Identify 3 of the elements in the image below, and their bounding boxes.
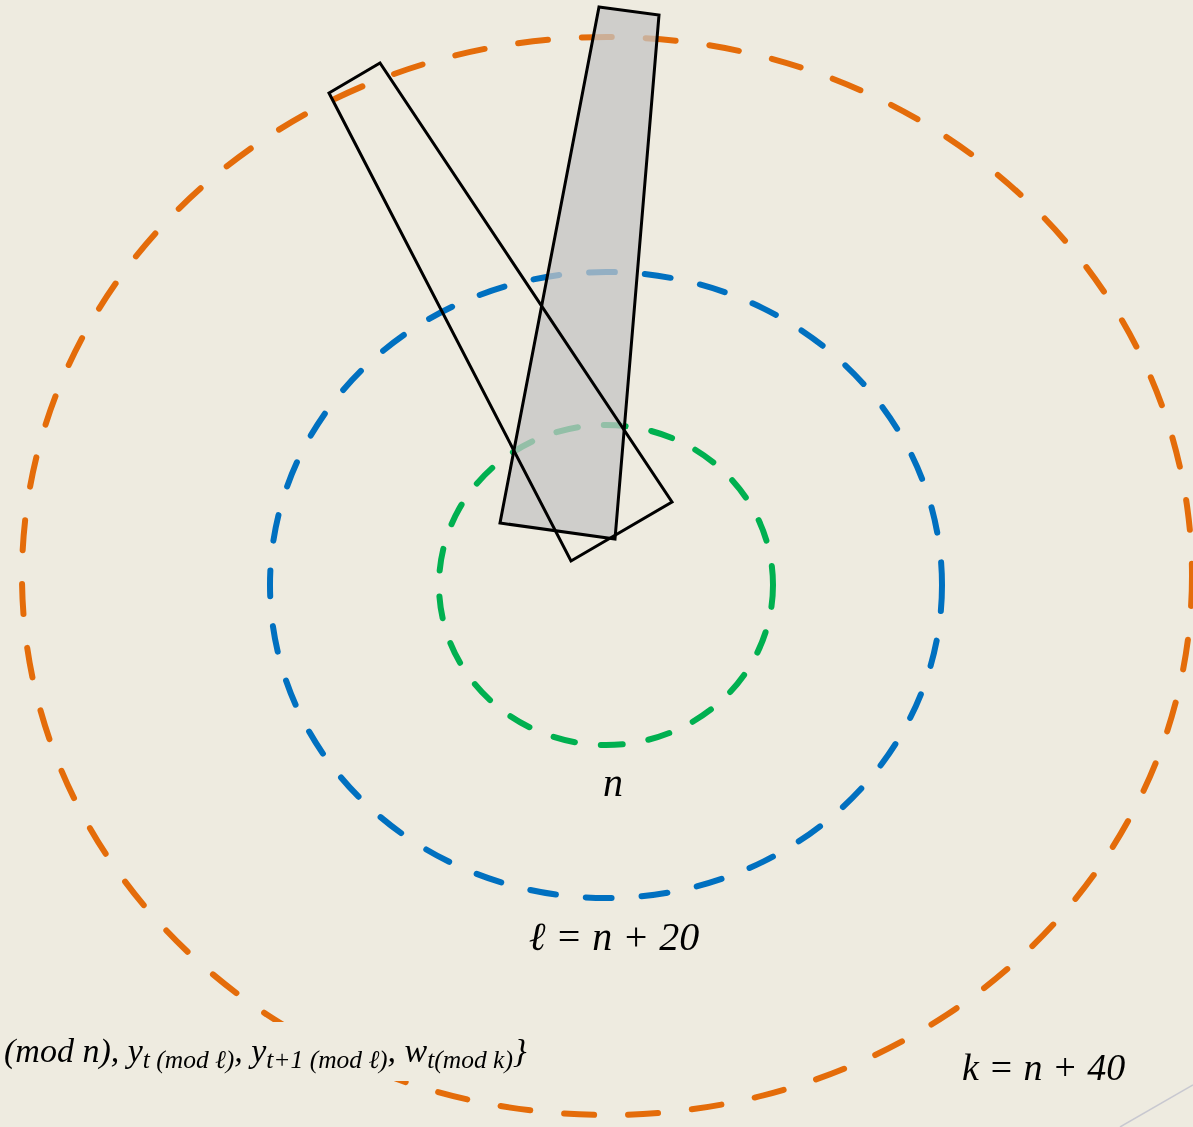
math-label: ℓ = n + 20 xyxy=(527,913,701,961)
math-label: k = n + 40 xyxy=(961,1045,1127,1090)
math-label: n xyxy=(602,759,624,807)
